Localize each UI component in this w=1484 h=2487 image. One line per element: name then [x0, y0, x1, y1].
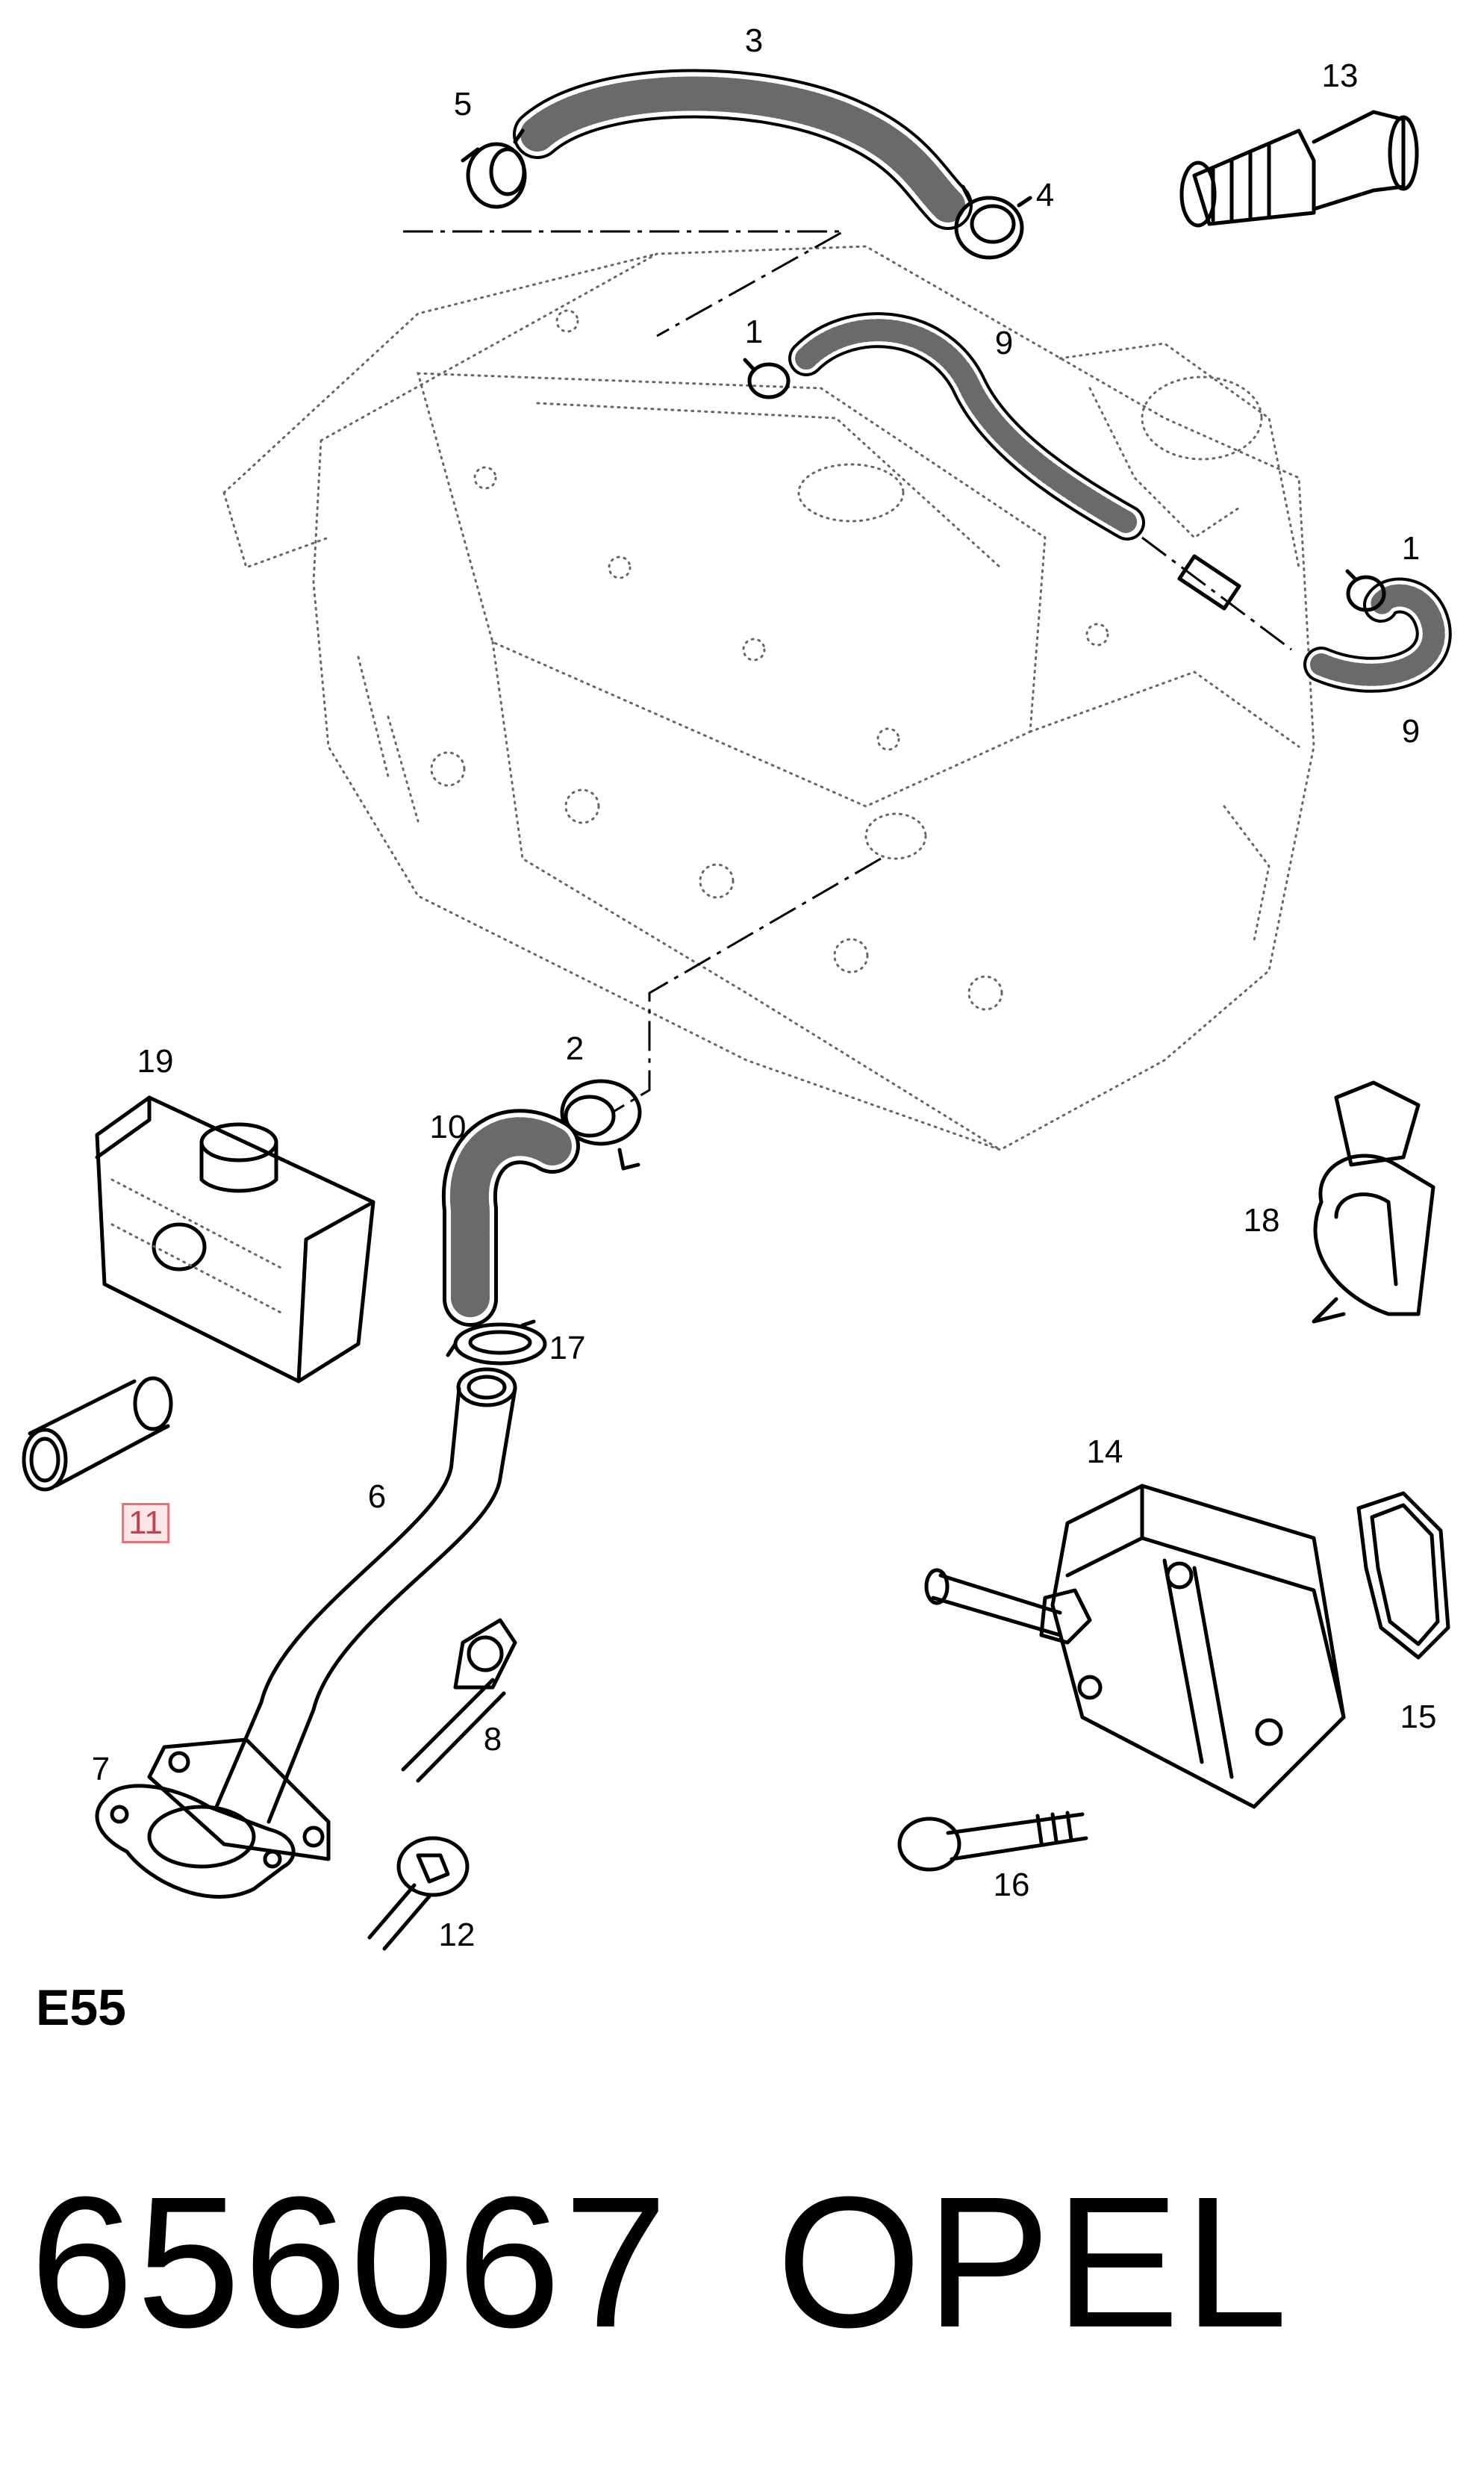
callout-15: 15: [1400, 1699, 1437, 1735]
stud-part-8: [401, 1618, 517, 1783]
callout-18: 18: [1243, 1202, 1280, 1239]
callout-16: 16: [993, 1867, 1030, 1903]
callout-17: 17: [549, 1330, 586, 1366]
sleeve-part-11: [22, 1376, 173, 1492]
reservoir-part-19: [95, 1095, 375, 1383]
clamp-part-2: [560, 1079, 642, 1171]
callout-3: 3: [744, 22, 764, 59]
parts-diagram: 1 1 2 3 4 5 6 7 8 9 9 10 11 12 13 14 15 …: [22, 22, 1452, 1953]
callout-8: 8: [483, 1721, 502, 1758]
callout-5: 5: [453, 86, 473, 122]
hose-part-9: [788, 312, 1241, 611]
callout-1: 1: [744, 314, 764, 350]
section-code: E55: [36, 1979, 126, 2036]
engine-block: [222, 245, 1315, 1151]
callout-9: 9: [994, 325, 1014, 361]
callout-12: 12: [438, 1917, 476, 1953]
clamp-part-5: [461, 128, 527, 209]
callout-9b: 9: [1401, 713, 1421, 750]
bolt-part-16: [897, 1811, 1088, 1872]
callout-4: 4: [1035, 177, 1055, 214]
clamp-part-4: [954, 184, 1032, 260]
callout-6: 6: [367, 1478, 387, 1515]
pipe-part-6: [147, 1367, 517, 1861]
diagram-drawing: [22, 69, 1452, 1951]
assembly-line-right: [1141, 536, 1292, 651]
clamp-part-1b: [1345, 569, 1386, 612]
hose-part-10: [441, 1109, 580, 1327]
part-number: 656067: [30, 2158, 671, 2366]
callout-7: 7: [91, 1751, 110, 1787]
fitting-part-13: [1179, 110, 1419, 228]
callout-1b: 1: [1401, 530, 1421, 567]
callout-2: 2: [565, 1030, 584, 1067]
clamp-part-17: [446, 1319, 547, 1366]
gasket-part-15: [1356, 1491, 1450, 1660]
callout-19: 19: [137, 1043, 174, 1080]
bolt-part-12: [367, 1836, 470, 1951]
housing-part-14: [924, 1484, 1346, 1809]
clamp-part-1: [743, 358, 791, 399]
callout-10: 10: [429, 1109, 467, 1145]
hose-part-3: [513, 69, 973, 230]
hose-part-9-lower: [1303, 577, 1452, 693]
assembly-line-top: [403, 230, 848, 337]
callout-11-highlighted[interactable]: 11: [122, 1503, 169, 1543]
callout-14: 14: [1086, 1434, 1123, 1470]
brand-name: OPEL: [776, 2158, 1292, 2366]
clip-part-18: [1312, 1080, 1435, 1324]
assembly-line-bottom: [611, 857, 882, 1114]
gasket-part-7: [95, 1784, 296, 1899]
callout-13: 13: [1321, 57, 1359, 94]
